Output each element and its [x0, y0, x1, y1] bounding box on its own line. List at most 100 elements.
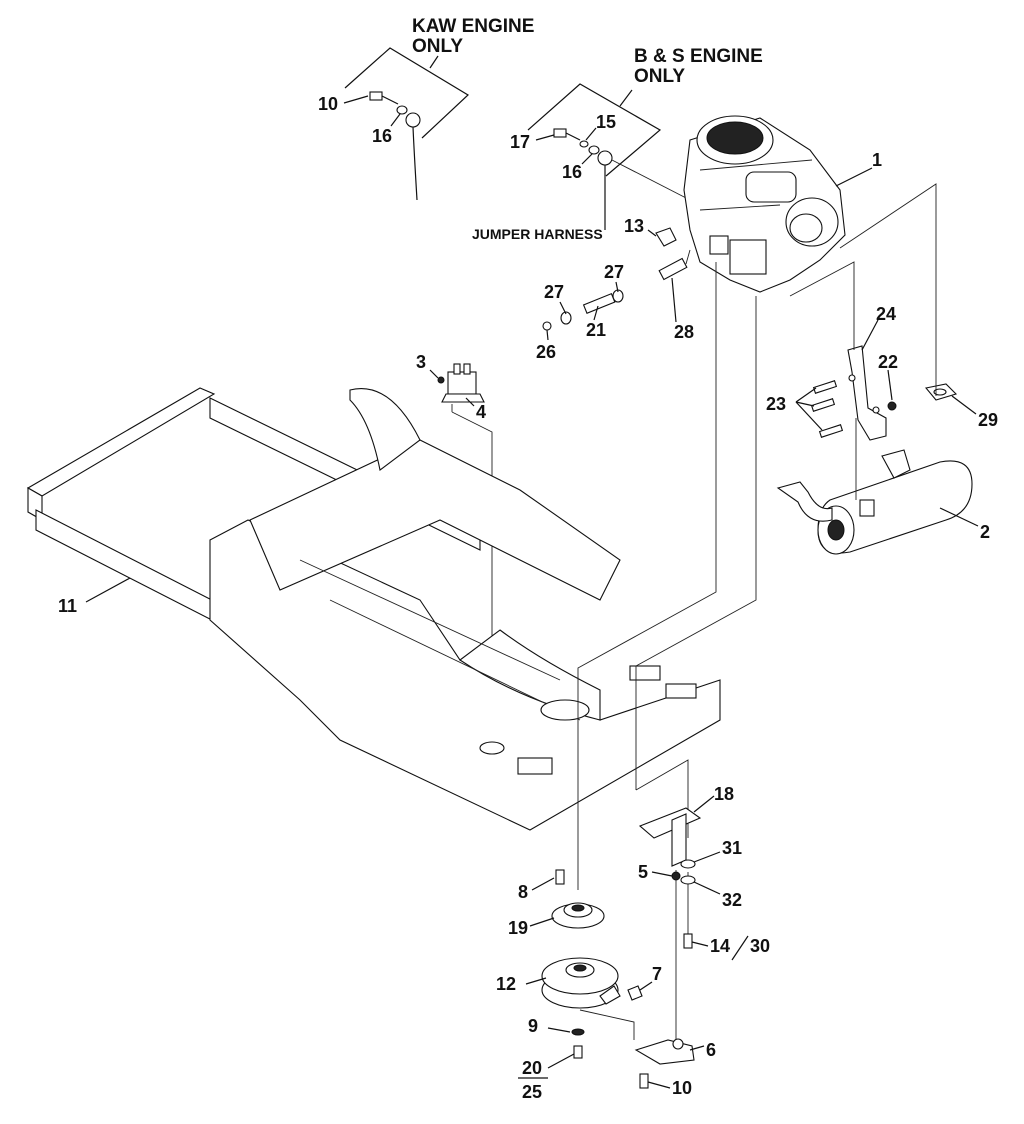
- clamp-27-lower: [560, 311, 572, 325]
- bolt-14-30: [683, 933, 693, 949]
- bolt-23-c: [818, 424, 844, 438]
- leader-29: [951, 395, 977, 415]
- electric-clutch-12: [541, 957, 621, 1009]
- callout-21: 21: [586, 320, 606, 340]
- bolt-23-a: [812, 380, 838, 394]
- callout-24: 24: [876, 304, 896, 324]
- callout-13: 13: [624, 216, 644, 236]
- callout-9: 9: [528, 1016, 538, 1036]
- leader-1: [835, 167, 873, 187]
- bs-bracket: [527, 83, 662, 177]
- chassis-frame: [26, 387, 721, 831]
- callout-29: 29: [978, 410, 998, 430]
- leader-27-lower: [559, 301, 567, 315]
- engine-carburetor: [729, 239, 767, 275]
- frame-hole: [479, 741, 505, 755]
- callout-17: 17: [510, 132, 530, 152]
- engine-detail-line: [699, 159, 813, 171]
- gasket-29: [924, 383, 958, 401]
- leader-31: [693, 851, 721, 863]
- kaw-engine-header: KAW ENGINE ONLY: [344, 16, 534, 139]
- bracket-24-shape: [847, 345, 887, 441]
- leader-4: [465, 397, 475, 407]
- leader-24: [861, 319, 879, 351]
- callout-25: 25: [522, 1082, 542, 1102]
- solenoid-terminal: [463, 363, 471, 375]
- callout-14: 14: [710, 936, 730, 956]
- leader-32: [693, 881, 721, 895]
- callout-18: 18: [714, 784, 734, 804]
- frame-slot: [629, 665, 661, 681]
- bracket-18-plate: [638, 807, 702, 839]
- leader-18: [693, 795, 715, 813]
- frame-curve: [459, 629, 601, 721]
- leader-19: [529, 917, 555, 927]
- pulley-19: [551, 902, 605, 929]
- callout-22: 22: [878, 352, 898, 372]
- bolt-10: [639, 1073, 649, 1089]
- callout-5: 5: [638, 862, 648, 882]
- callout-4: 4: [476, 402, 486, 422]
- washer-16: [588, 145, 600, 155]
- frame-upper-structure: [249, 439, 621, 601]
- callout-12: 12: [496, 974, 516, 994]
- kaw-bracket: [344, 47, 469, 139]
- bolt-17-shank: [565, 132, 581, 141]
- gasket-29-hole: [933, 388, 947, 396]
- key-8: [555, 869, 565, 885]
- muffler: [776, 449, 973, 555]
- leader-14: [691, 941, 709, 947]
- callout-28: 28: [674, 322, 694, 342]
- bracket-18-flange: [671, 813, 687, 867]
- leader-16-top: [390, 113, 401, 127]
- slash-14-30: [731, 935, 749, 961]
- leader-13: [647, 229, 657, 237]
- bs-engine-header: B & S ENGINE ONLY: [527, 46, 763, 177]
- nut-7: [627, 985, 643, 1001]
- leader-7: [639, 981, 653, 991]
- bs-ground-hardware: [553, 128, 691, 231]
- ring-terminal: [405, 112, 421, 128]
- bolt-17-head: [553, 128, 567, 138]
- frame-slot: [665, 683, 697, 699]
- clamp-13: [655, 227, 677, 247]
- plug-26: [542, 321, 552, 331]
- frame-main-deck: [209, 519, 721, 831]
- leader-11: [85, 577, 131, 603]
- hose-21: [582, 292, 616, 314]
- leader-5: [651, 871, 673, 877]
- frame-slot: [517, 757, 553, 775]
- jumper-harness-note: JUMPER HARNESS: [472, 226, 603, 242]
- leader-6: [689, 1045, 705, 1051]
- fitting-28: [658, 257, 688, 281]
- callout-11: 11: [58, 596, 77, 616]
- callout-32: 32: [722, 890, 742, 910]
- nut-22: [887, 401, 897, 411]
- ground-wire: [412, 126, 418, 201]
- muffler-outlet: [827, 519, 845, 541]
- clutch-bore: [573, 964, 587, 972]
- kaw-bracket-leader: [429, 55, 439, 69]
- frame-front-rail-left: [26, 387, 216, 497]
- leader-2: [939, 507, 979, 527]
- clutch-tab: [599, 985, 621, 1005]
- bracket-6-hole: [672, 1038, 684, 1050]
- solenoid-mount-line: [451, 411, 493, 700]
- air-cleaner-cover: [789, 213, 823, 243]
- bracket-6: [634, 1039, 695, 1065]
- frame-hole: [540, 699, 590, 721]
- screw-3: [437, 376, 445, 384]
- bolt-10-shank: [381, 95, 399, 105]
- muffler-bracket-24: [810, 345, 897, 441]
- leader-15: [585, 127, 597, 141]
- callout-20: 20: [522, 1058, 542, 1078]
- callout-27-lower: 27: [544, 282, 564, 302]
- assembly-line-gasket: [839, 183, 937, 396]
- callout-10-top: 10: [318, 94, 338, 114]
- bolt-23-b: [810, 398, 836, 412]
- ground-leader: [611, 159, 691, 201]
- leader-22: [887, 369, 893, 401]
- assembly-line-engine-pulley: [577, 262, 717, 890]
- callout-15: 15: [596, 112, 616, 132]
- bracket-hole: [872, 406, 880, 414]
